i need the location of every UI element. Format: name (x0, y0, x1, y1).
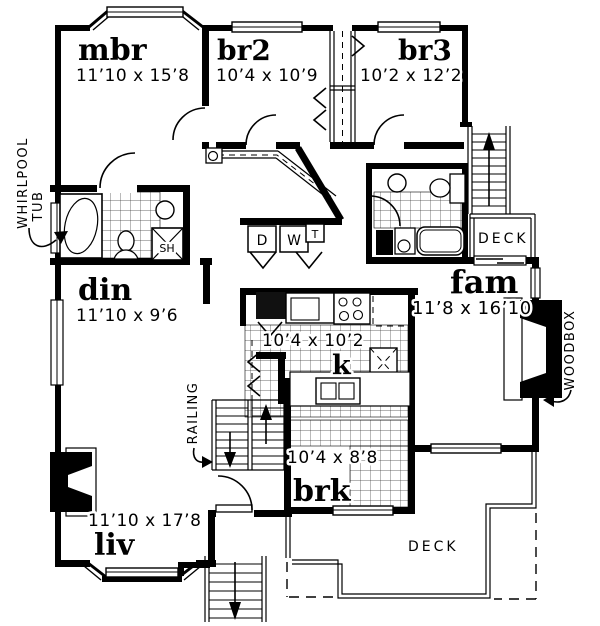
upper-deck-label: DECK (478, 231, 529, 247)
fam-sliding-door (473, 255, 527, 266)
linen-closet (376, 230, 393, 255)
dryer-label: D (257, 233, 268, 249)
upper-deck-outline (469, 213, 536, 257)
bath1-door-gap (97, 184, 137, 193)
washer-label: W (287, 233, 301, 249)
mbr-dims: 11’10 x 15’8 (76, 66, 189, 86)
br2-door-arc (245, 114, 277, 146)
brk-label: brk (293, 474, 352, 509)
whirlpool-tub-basin (63, 197, 99, 255)
entry-door-gap (216, 509, 254, 518)
mbr-label: mbr (78, 33, 148, 68)
whirlpool-label-line2: TUB (31, 191, 46, 223)
br2-label: br2 (217, 34, 271, 67)
shower-label: SH (159, 242, 174, 255)
whirlpool-tub-fixture (59, 193, 103, 259)
windows (50, 6, 541, 578)
br2-closet-bifold-1 (312, 87, 327, 109)
br2-door-gap (246, 141, 276, 150)
fam-dims: 11’8 x 16’10 (412, 298, 532, 319)
laundry-tub-label: T (311, 228, 319, 241)
toilet-base (113, 249, 139, 260)
toilet-fixture (117, 230, 135, 252)
bath2-door-arc (369, 195, 401, 227)
railing-label: RAILING (186, 382, 201, 445)
labels: mbr 11’10 x 15’8 br2 10’4 x 10’9 br3 10’… (16, 31, 578, 566)
laundry-bifold-right (295, 251, 323, 270)
mbr-door-gap (201, 106, 210, 142)
fam-label: fam (450, 263, 519, 301)
bath2-vanity-sink (397, 239, 411, 253)
brk-dims: 10’4 x 8’8 (287, 448, 378, 468)
brk-window (332, 505, 394, 516)
lower-deck-dashed-edge (286, 513, 537, 600)
kitchen-label: k (332, 350, 352, 381)
br3-door-gap (374, 141, 404, 150)
brk-tile-floor-upper (289, 419, 409, 447)
bath1-fixtures (59, 193, 184, 261)
kitchen-bifold (257, 321, 283, 338)
bath2-tile-floor (373, 191, 463, 229)
peninsula-counter (289, 371, 411, 407)
cutting-board (290, 297, 320, 321)
center-stairs (211, 399, 289, 471)
deck-outlines (285, 213, 537, 600)
entry-stairs (204, 556, 267, 622)
entry-door-arc (217, 475, 253, 511)
br3-door-arc (373, 114, 405, 146)
annotation-arrows (28, 227, 572, 468)
dryer-box (247, 225, 277, 253)
liv-bay-window (105, 567, 179, 578)
din-window (50, 299, 64, 386)
den-bifold-1 (246, 351, 261, 373)
lower-deck-outline-outer (292, 452, 537, 599)
porch-edge (285, 514, 291, 558)
shower-stall (151, 227, 184, 261)
br3-dims: 10’2 x 12’2 (360, 66, 462, 86)
pantry-cabinet (256, 292, 286, 319)
bath1-door-arc (99, 152, 136, 189)
din-dims: 11’10 x 9’6 (76, 306, 178, 326)
fam-right-window (530, 267, 541, 299)
br2-dims: 10’4 x 10’9 (216, 66, 318, 86)
liv-label: liv (94, 528, 136, 563)
br3-window (377, 21, 441, 33)
den-bifold-2 (246, 375, 261, 397)
laundry-fixtures (247, 223, 325, 253)
closets (205, 31, 356, 400)
liv-dims: 11’10 x 17’8 (88, 511, 201, 531)
lower-deck-label: DECK (408, 539, 459, 555)
doors (97, 35, 405, 518)
br2-closet-bifold-2 (312, 109, 327, 131)
sink-fixture (155, 200, 175, 220)
hall-fixture-knob (207, 150, 219, 162)
entry-door-leaf (215, 504, 253, 513)
woodbox-label: WOODBOX (563, 310, 578, 391)
stove-fixture (333, 292, 371, 325)
kitchen-dims: 10’4 x 10’2 (262, 331, 364, 351)
bath2-fixtures (376, 173, 466, 256)
deck-stairs (467, 126, 511, 214)
kitchen-fixtures (256, 292, 411, 407)
lower-deck-outline-inner (292, 452, 533, 595)
liv-fireplace (50, 447, 97, 517)
br3-closet-bifold (351, 35, 366, 57)
br3-label: br3 (398, 34, 452, 67)
whirlpool-label-line1: WHIRLPOOL (16, 137, 31, 229)
woodbox-fixture (503, 297, 562, 401)
br2-window (231, 21, 303, 33)
din-label: din (78, 273, 132, 308)
laundry-tub-box (305, 223, 325, 243)
whirlpool-arrow (28, 227, 57, 248)
fam-bottom-window (430, 443, 502, 454)
bathtub-fixture (416, 226, 465, 256)
bath2-sink-fixture (387, 173, 407, 193)
mbr-bay-window (106, 6, 184, 18)
bathtub-basin (419, 229, 462, 253)
brk-tile-floor-right (349, 445, 409, 508)
bath2-toilet-tank (449, 173, 466, 204)
mbr-door-arc (172, 107, 206, 141)
laundry-bifold-left (249, 251, 277, 270)
bath2-toilet-bowl (429, 178, 451, 198)
